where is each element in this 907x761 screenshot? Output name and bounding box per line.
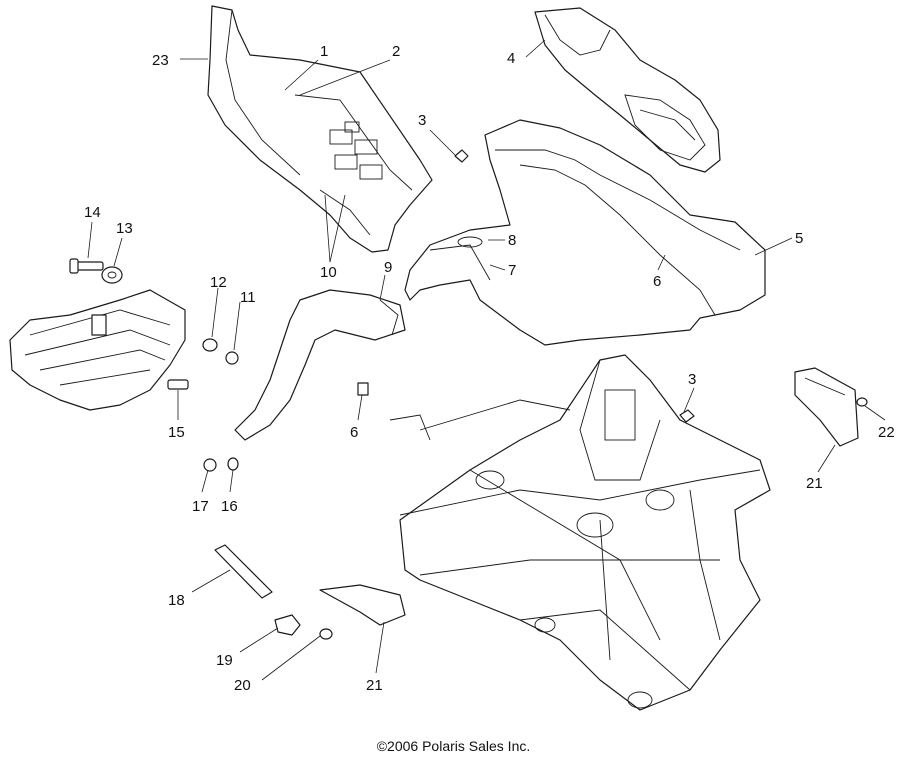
pin-15-part xyxy=(167,379,189,390)
callout-5: 5 xyxy=(795,230,803,247)
callout-2: 2 xyxy=(392,43,400,60)
callout-3a: 3 xyxy=(418,112,426,129)
clip-6-part xyxy=(357,382,369,396)
screw-20-part xyxy=(319,628,333,640)
nut-16-part xyxy=(227,457,239,471)
callout-3b: 3 xyxy=(688,371,696,388)
bracket-21-lower-part xyxy=(319,584,406,626)
callout-14: 14 xyxy=(84,204,101,221)
duct-part xyxy=(234,289,406,441)
front-panel-part xyxy=(207,5,433,253)
frame-part xyxy=(389,354,771,711)
nut-17-part xyxy=(203,458,217,472)
callout-22: 22 xyxy=(878,424,895,441)
callout-6b: 6 xyxy=(350,424,358,441)
bolt-22-part xyxy=(856,397,868,407)
callout-9: 9 xyxy=(384,259,392,276)
callout-15: 15 xyxy=(168,424,185,441)
clip-19-part xyxy=(274,614,301,636)
callout-4: 4 xyxy=(507,50,515,67)
callout-6a: 6 xyxy=(653,273,661,290)
footrest-part xyxy=(9,289,186,411)
copyright-text: ©2006 Polaris Sales Inc. xyxy=(376,738,531,754)
bracket-21-upper-part xyxy=(794,367,859,447)
clip-3b-part xyxy=(679,409,695,423)
rear-fender-part xyxy=(404,119,766,346)
clip-3-part xyxy=(454,149,469,163)
callout-11: 11 xyxy=(240,289,256,306)
bolt-14-part xyxy=(69,258,104,274)
callout-20: 20 xyxy=(234,677,251,694)
callout-21a: 21 xyxy=(806,475,823,492)
callout-labels: 23 1 2 4 3 14 13 10 8 7 9 5 6 12 11 3 15… xyxy=(84,43,895,694)
callout-21b: 21 xyxy=(366,677,383,694)
washer-13-part xyxy=(101,266,123,284)
nut-12-part xyxy=(202,338,218,352)
seat-part xyxy=(534,7,721,173)
leader-lines xyxy=(87,39,886,681)
callout-13: 13 xyxy=(116,220,133,237)
rod-18-part xyxy=(214,544,273,599)
callout-23: 23 xyxy=(152,52,169,69)
callout-16: 16 xyxy=(221,498,238,515)
callout-8: 8 xyxy=(508,232,516,249)
nut-11-part xyxy=(225,351,239,365)
callout-18: 18 xyxy=(168,592,185,609)
callout-10: 10 xyxy=(320,264,337,281)
callout-19: 19 xyxy=(216,652,233,669)
callout-17: 17 xyxy=(192,498,209,515)
callout-7: 7 xyxy=(508,262,516,279)
callout-12: 12 xyxy=(210,274,227,291)
callout-1: 1 xyxy=(320,43,328,60)
